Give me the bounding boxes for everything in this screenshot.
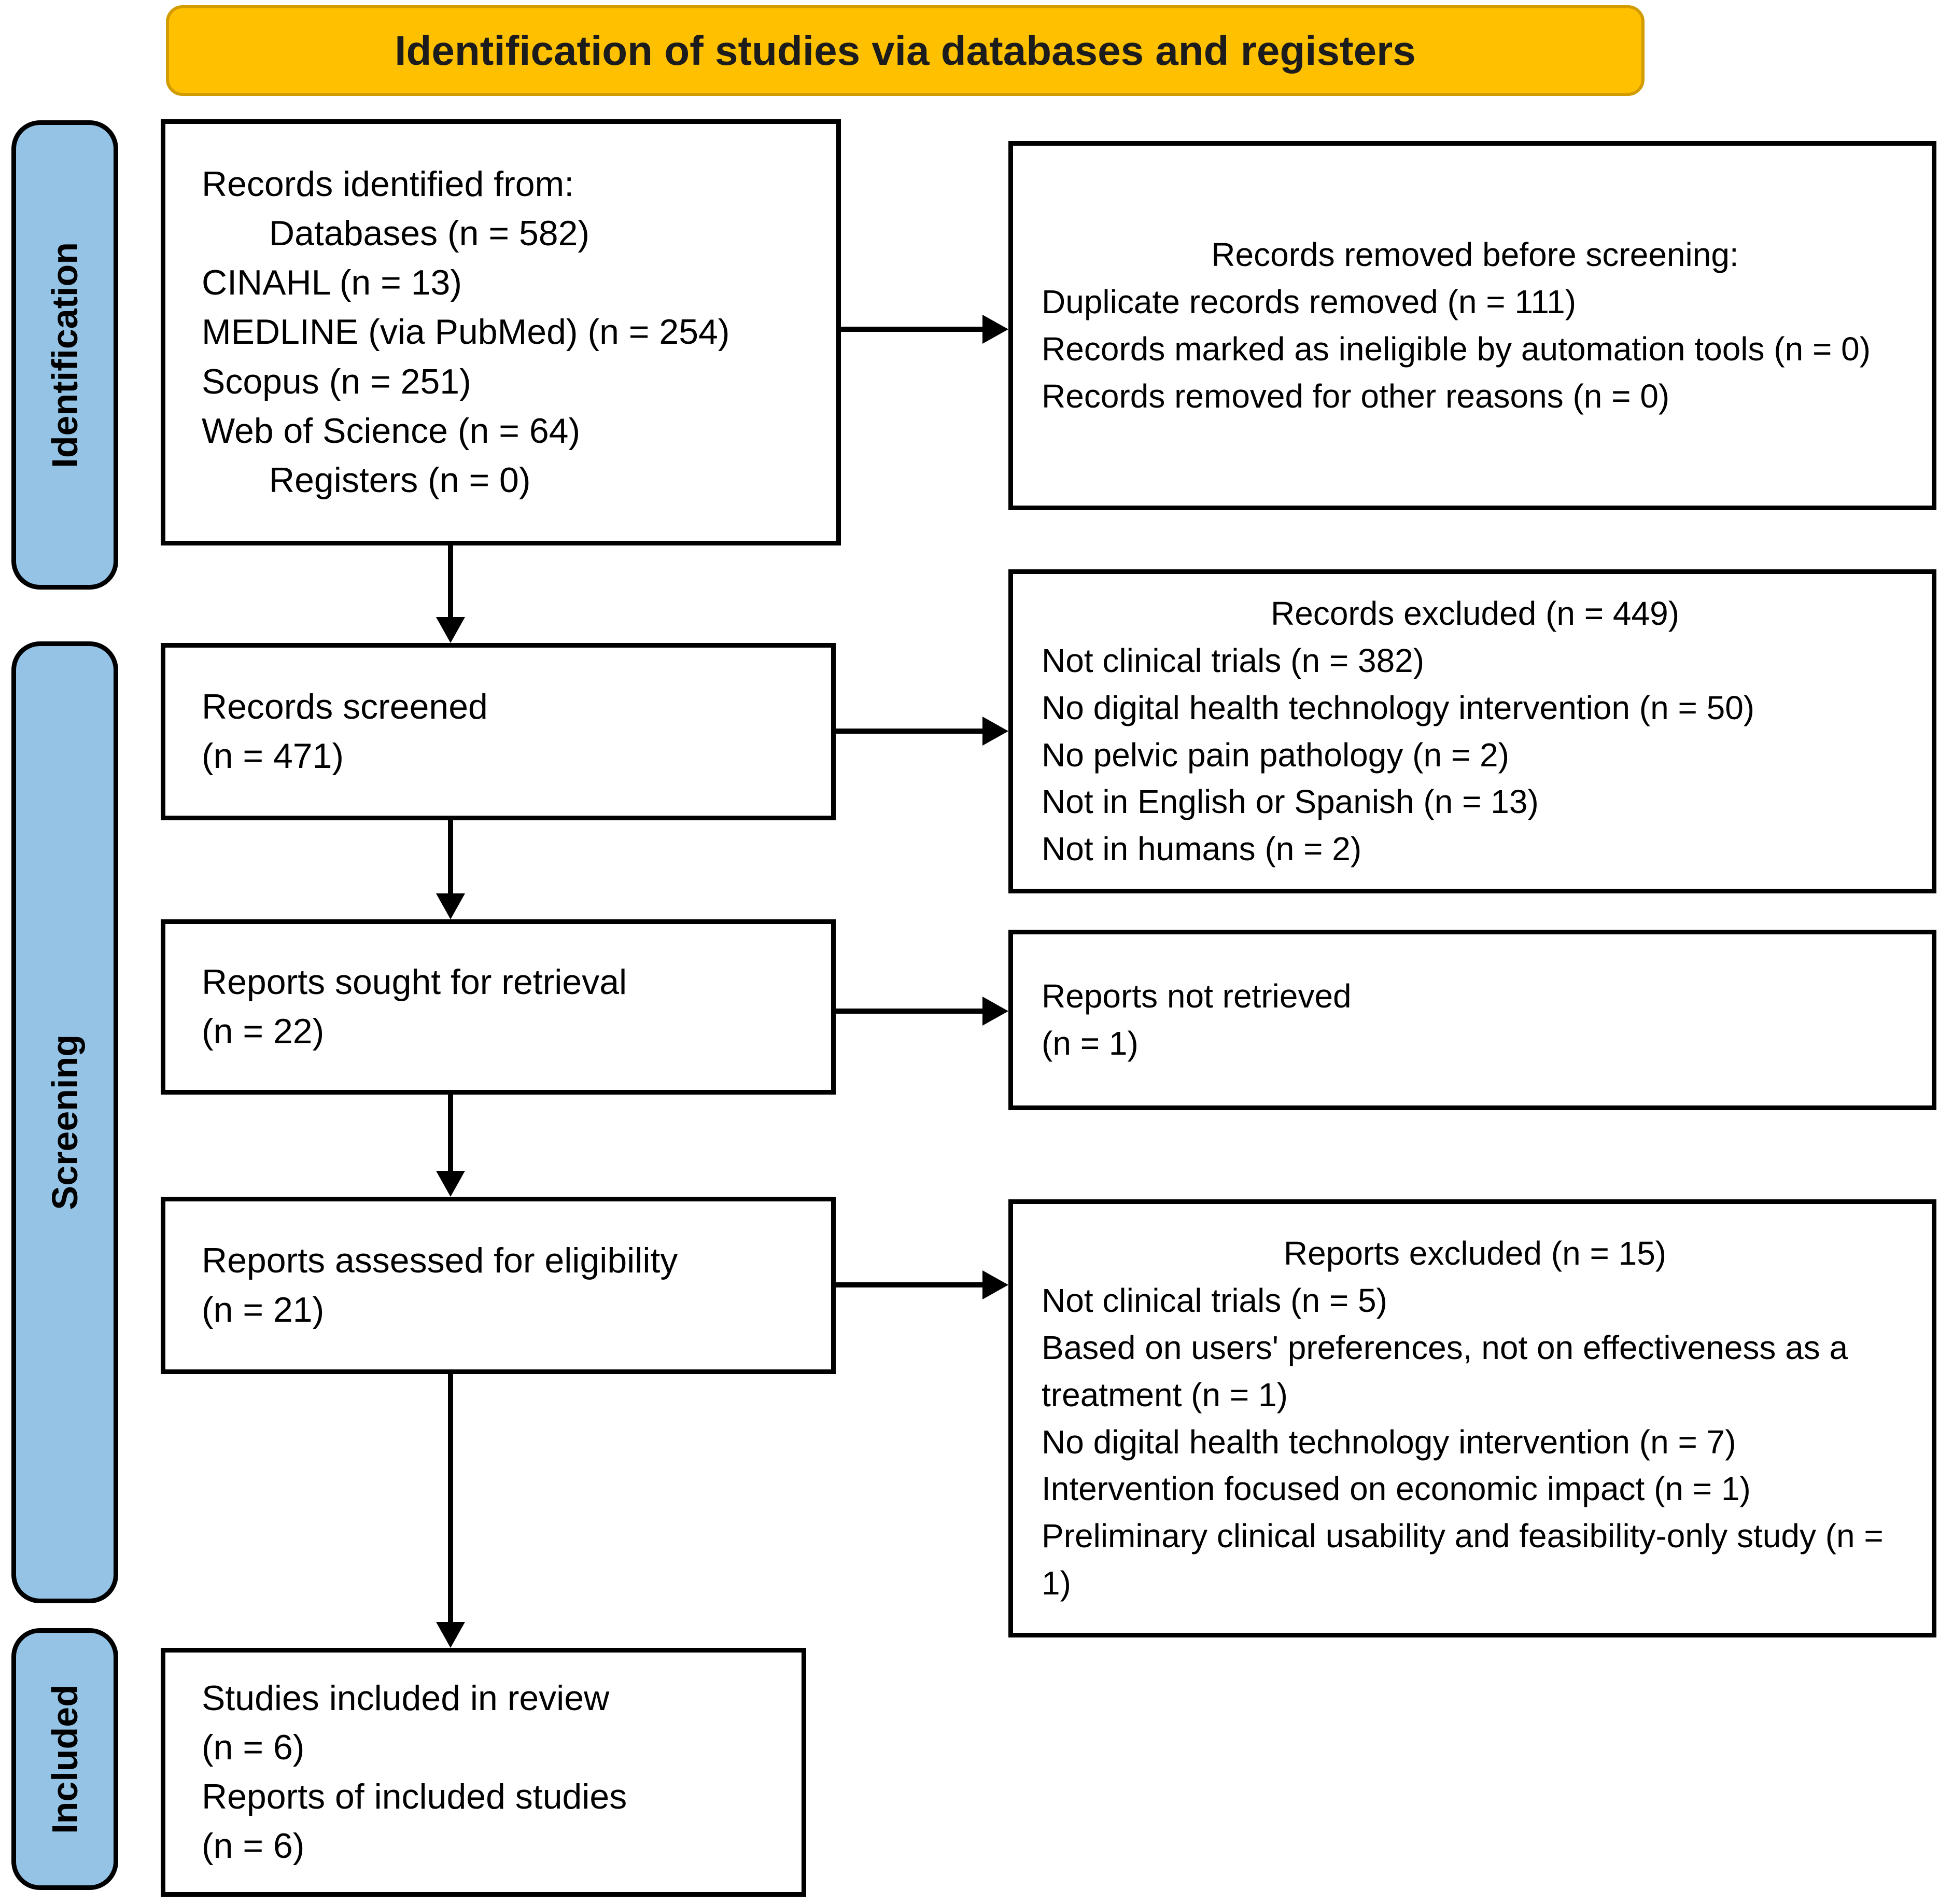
box-line: Records removed for other reasons (n = 0… (1042, 377, 1670, 415)
arrow-assessed-to-excluded-head (982, 1270, 1008, 1299)
box-line: Scopus (n = 251) (202, 361, 471, 401)
box-line: Databases (n = 582) (269, 214, 590, 254)
box-line: Registers (n = 0) (269, 460, 531, 500)
box-line: (n = 6) (202, 1826, 305, 1866)
box-line: Reports of included studies (202, 1777, 627, 1816)
diagram-title-banner: Identification of studies via databases … (166, 5, 1645, 96)
box-line: No pelvic pain pathology (n = 2) (1042, 736, 1509, 774)
box-line: (n = 21) (202, 1290, 325, 1329)
arrow-screened-to-excluded-head (982, 717, 1008, 746)
arrow-assessed-to-included-shaft (448, 1374, 453, 1623)
arrow-screened-to-sought-shaft (448, 820, 453, 895)
box-records-screened: Records screened (n = 471) (161, 643, 836, 820)
box-line: Not clinical trials (n = 5) (1042, 1281, 1387, 1319)
diagram-title: Identification of studies via databases … (395, 27, 1416, 74)
stage-label-included: Included (11, 1628, 118, 1890)
box-records-excluded: Records excluded (n = 449) Not clinical … (1008, 569, 1936, 893)
box-line: Reports sought for retrieval (202, 962, 627, 1002)
arrow-screened-to-excluded-shaft (833, 729, 983, 734)
box-line: Intervention focused on economic impact … (1042, 1470, 1751, 1508)
box-line: CINAHL (n = 13) (202, 263, 462, 303)
stage-label-included-text: Included (45, 1684, 85, 1834)
box-line: Not clinical trials (n = 382) (1042, 641, 1425, 679)
arrow-sought-to-not-retrieved-shaft (833, 1009, 983, 1014)
box-reports-excluded: Reports excluded (n = 15) Not clinical t… (1008, 1199, 1936, 1637)
arrow-assessed-to-excluded-shaft (833, 1282, 983, 1287)
box-studies-included-in-review: Studies included in review (n = 6) Repor… (161, 1648, 806, 1897)
arrow-identified-to-removed-head (982, 315, 1008, 344)
box-reports-sought-for-retrieval: Reports sought for retrieval (n = 22) (161, 919, 836, 1095)
box-records-identified: Records identified from: Databases (n = … (161, 119, 841, 545)
stage-label-identification-text: Identification (45, 242, 85, 468)
arrow-sought-to-assessed-shaft (448, 1095, 453, 1171)
arrow-sought-to-not-retrieved-head (982, 997, 1008, 1026)
box-line: Records screened (202, 687, 488, 726)
stage-label-identification: Identification (11, 120, 118, 590)
box-line: (n = 6) (202, 1727, 305, 1767)
box-line: Duplicate records removed (n = 111) (1042, 283, 1576, 321)
arrow-identified-to-screened-shaft (448, 545, 453, 618)
box-line: Not in English or Spanish (n = 13) (1042, 783, 1539, 821)
arrow-sought-to-assessed-head (436, 1171, 465, 1197)
box-line: Studies included in review (202, 1678, 610, 1718)
stage-label-screening-text: Screening (45, 1034, 85, 1210)
box-line: (n = 22) (202, 1012, 325, 1051)
box-line: (n = 1) (1042, 1025, 1139, 1062)
box-line: Based on users' preferences, not on effe… (1042, 1328, 1848, 1413)
box-line: MEDLINE (via PubMed) (n = 254) (202, 312, 730, 352)
arrow-identified-to-screened-head (436, 617, 465, 643)
box-line: Not in humans (n = 2) (1042, 830, 1362, 868)
box-line: Reports assessed for eligibility (202, 1240, 678, 1280)
box-line: (n = 471) (202, 736, 344, 776)
arrow-identified-to-removed-shaft (838, 327, 983, 332)
box-heading: Reports excluded (n = 15) (1283, 1235, 1667, 1272)
arrow-assessed-to-included-head (436, 1622, 465, 1648)
box-line: Reports not retrieved (1042, 977, 1352, 1015)
box-heading: Records removed before screening: (1211, 236, 1739, 274)
box-records-removed-before-screening: Records removed before screening: Duplic… (1008, 141, 1936, 510)
box-reports-not-retrieved: Reports not retrieved (n = 1) (1008, 930, 1936, 1110)
arrow-screened-to-sought-head (436, 893, 465, 919)
box-line: Records marked as ineligible by automati… (1042, 330, 1871, 368)
box-line: Web of Science (n = 64) (202, 411, 581, 451)
stage-label-screening: Screening (11, 641, 118, 1603)
box-heading: Records excluded (n = 449) (1271, 594, 1679, 632)
box-line: No digital health technology interventio… (1042, 689, 1755, 726)
box-line: Preliminary clinical usability and feasi… (1042, 1517, 1884, 1602)
box-reports-assessed-for-eligibility: Reports assessed for eligibility (n = 21… (161, 1197, 836, 1374)
box-line: No digital health technology interventio… (1042, 1423, 1736, 1461)
box-line: Records identified from: (202, 164, 574, 204)
